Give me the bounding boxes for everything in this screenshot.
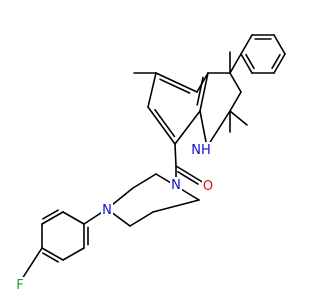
bond-C7-C8 xyxy=(147,106,176,145)
double-bond-C8a-C4a xyxy=(196,76,204,106)
bond-C2-NHa xyxy=(206,110,231,148)
structure-svg: N N O F NH xyxy=(15,34,286,293)
double-bond-fp3-fp4 xyxy=(42,252,59,263)
double-bond-ph6-ph1 xyxy=(245,53,255,70)
bond-fp2-fp3 xyxy=(62,247,85,261)
double-bond-C5-C6 xyxy=(159,78,191,94)
bond-pz6-pz1 xyxy=(152,199,200,213)
bond-C8-Cco xyxy=(174,143,177,167)
double-bond-Cco-Oend xyxy=(177,170,199,185)
bond-ph4-ph5 xyxy=(273,53,286,74)
atom-label-fluorine: F xyxy=(16,278,23,293)
bond-C2-C2meA xyxy=(229,110,248,126)
bond-C8a-C4a xyxy=(199,72,209,112)
bond-ph3-ph4 xyxy=(273,34,286,55)
bond-Cco-Oend xyxy=(175,165,205,184)
bond-C4-C3 xyxy=(229,72,242,93)
bond-pz5-pz6 xyxy=(129,211,154,227)
bond-C6-C7 xyxy=(147,72,157,108)
bond-C3-C2 xyxy=(229,91,242,112)
bond-ph6-ph1 xyxy=(240,53,253,74)
double-bond-ph4-ph5 xyxy=(271,53,281,70)
molecule-drawing: N N O F NH xyxy=(15,34,286,293)
bond-ph1-ph2 xyxy=(240,34,253,55)
bond-fp6-fp1 xyxy=(62,211,85,225)
bond-pz2-pz3 xyxy=(132,173,157,189)
bond-ph1-C4 xyxy=(229,53,242,74)
bond-fp4-Fend xyxy=(19,247,43,283)
atom-label-n-amide: N xyxy=(171,178,181,193)
double-bond-fp5-fp6 xyxy=(42,209,59,220)
bond-fp3-fp4 xyxy=(41,247,64,261)
atom-label-n-aryl: N xyxy=(102,203,112,218)
double-bond-C7-C8 xyxy=(154,109,176,138)
bond-layer xyxy=(19,34,286,283)
bond-C5-C6 xyxy=(155,72,198,93)
atom-label-layer: N N O F NH xyxy=(15,142,214,293)
atom-label-oxygen: O xyxy=(203,179,213,194)
bond-C8-C8a xyxy=(174,110,201,145)
atom-label-nh: NH xyxy=(191,143,211,158)
bond-fp5-fp6 xyxy=(41,211,64,225)
bond-C8a-NHa xyxy=(199,110,208,148)
